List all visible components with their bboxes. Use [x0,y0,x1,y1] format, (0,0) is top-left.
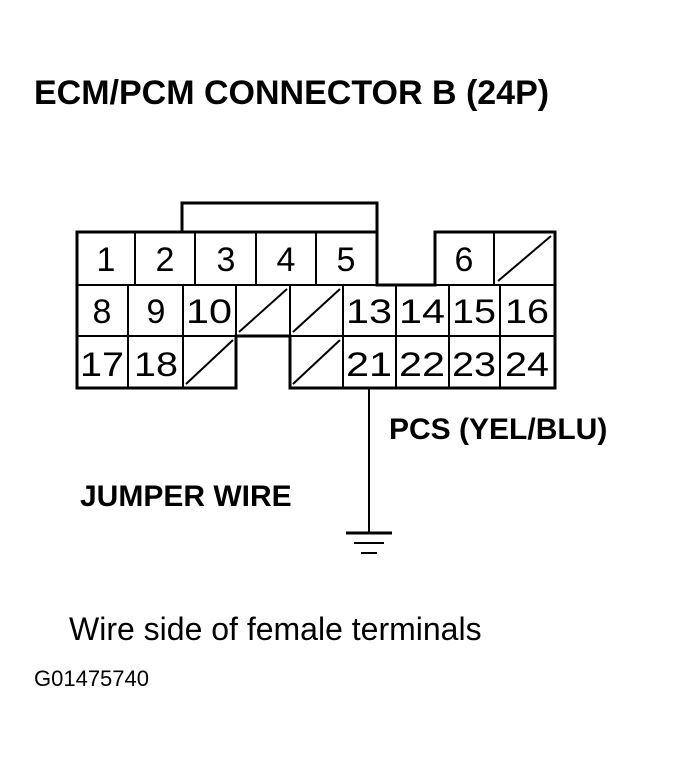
pin-21: 21 [346,346,392,384]
figure-code: G01475740 [34,666,149,691]
ground-icon [346,531,392,554]
pin-3: 3 [217,241,236,279]
blank-cavity-19 [185,339,234,385]
connector-row-3 [185,339,341,385]
diagram-caption: Wire side of female terminals [69,611,482,647]
blank-cavity-12 [292,288,341,333]
blank-cavity-11 [238,288,288,333]
pin-14: 14 [399,293,445,331]
connector-row-2 [77,285,555,388]
pin-17: 17 [80,346,124,384]
pin-6: 6 [455,241,474,279]
connector-lock-tab [180,201,379,232]
pcs-wire-label: PCS (YEL/BLU) [389,413,607,446]
blank-cavity-20 [292,339,341,385]
pin-1: 1 [97,241,116,279]
jumper-wire-label: JUMPER WIRE [80,480,292,513]
pin-13: 13 [346,293,392,331]
blank-cavity-7 [497,235,552,282]
pin-23: 23 [452,346,496,384]
pin-4: 4 [277,241,296,279]
pin-10: 10 [186,293,232,331]
pin-15: 15 [452,293,496,331]
pin-22: 22 [399,346,445,384]
diagram-title: ECM/PCM CONNECTOR B (24P) [34,74,549,112]
pin-24: 24 [505,346,549,384]
pin-16: 16 [505,293,549,331]
pin-18: 18 [134,346,178,384]
connector-row-1 [77,232,555,286]
pin-8: 8 [93,293,112,331]
pin-9: 9 [147,293,166,331]
pin-2: 2 [156,241,175,279]
pin-5: 5 [337,241,356,279]
